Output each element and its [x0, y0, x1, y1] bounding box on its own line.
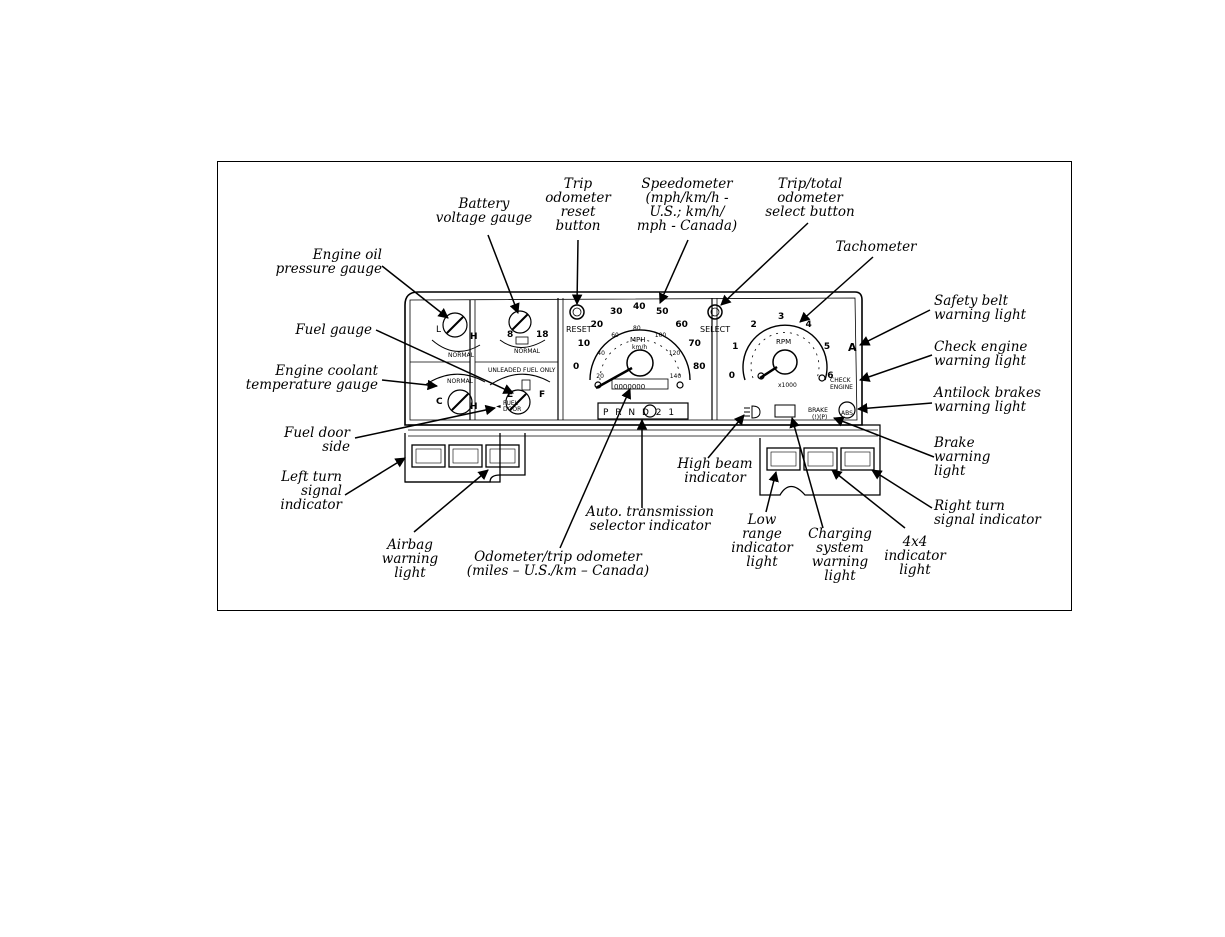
temp-h: H [470, 402, 478, 412]
oil-l: L [436, 325, 442, 335]
engine-oil-label: Engine oil pressure gauge [275, 247, 382, 277]
check-engine-text: CHECK ENGINE [830, 377, 853, 391]
tach-4: 4 [805, 320, 812, 331]
fuel-gauge-label: Fuel gauge [295, 322, 372, 338]
oil-pressure-gauge [431, 312, 481, 352]
x1000-text: x1000 [778, 382, 797, 389]
odometer-label: Odometer/trip odometer (miles – U.S./km … [466, 549, 650, 579]
low-range-label: Low range indicator light [731, 512, 793, 570]
speedo-mph-0: 0 [573, 362, 580, 372]
4x4-label: 4x4 indicator light [884, 534, 946, 578]
speedometer-dial [589, 329, 691, 390]
tachometer-label: Tachometer [835, 239, 917, 255]
trip-reset-button [569, 304, 585, 320]
right-turn-label: Right turn signal indicator [934, 498, 1041, 528]
abs-text: ABS [841, 410, 853, 417]
speedo-kmh-2: 60 [611, 331, 619, 339]
speedo-kmh-3: 80 [633, 325, 641, 332]
speedo-mph-5: 50 [655, 306, 669, 317]
leader-lines [344, 222, 935, 549]
reset-text: RESET [566, 325, 592, 334]
temp-normal-text: NORMAL [447, 378, 474, 385]
tach-0: 0 [728, 370, 736, 381]
mph-text: MPH [630, 336, 646, 344]
speedo-mph-1: 10 [577, 339, 591, 350]
charging-icon [774, 404, 796, 418]
odometer-digits: 0000000 [614, 383, 646, 391]
antilock-label: Antilock brakes warning light [934, 385, 1041, 415]
speedo-mph-6: 60 [675, 319, 688, 330]
oil-h: H [470, 332, 478, 342]
select-button [707, 304, 723, 320]
coolant-label: Engine coolant temperature gauge [245, 363, 378, 393]
tach-3: 3 [778, 312, 785, 322]
fuel-door-label: Fuel door side [283, 425, 350, 455]
batt-18: 18 [536, 330, 549, 340]
battery-voltage-gauge [499, 310, 546, 348]
batt-8: 8 [507, 330, 514, 340]
check-engine-label: Check engine warning light [934, 339, 1028, 369]
brake-label: Brake warning light [934, 435, 991, 479]
cluster-housing-inner [409, 297, 858, 421]
prndl-text: P R N D 2 1 [603, 408, 677, 418]
fuel-e: E [507, 390, 514, 400]
unleaded-text: UNLEADED FUEL ONLY [488, 367, 556, 374]
batt-normal-text: NORMAL [514, 348, 541, 355]
high-beam-label: High beam indicator [677, 456, 753, 486]
airbag-label: Airbag warning light [381, 537, 439, 581]
speedo-mph-4: 40 [633, 302, 646, 312]
abs-light [838, 401, 856, 419]
brake-icons-text: (!)(P) [812, 414, 828, 421]
speedo-kmh-5: 120 [668, 350, 681, 357]
tach-5: 5 [823, 342, 831, 353]
speedo-mph-2: 20 [590, 319, 604, 330]
tach-1: 1 [732, 342, 739, 353]
brake-text: BRAKE [808, 407, 828, 414]
fuel-gauge [489, 373, 551, 415]
safety-belt-label: Safety belt warning light [934, 293, 1027, 323]
speedo-kmh-6: 140 [669, 372, 682, 380]
rpm-text: RPM [776, 338, 792, 346]
speedo-kmh-4: 100 [654, 331, 667, 339]
speedo-kmh-0: 20 [596, 372, 604, 380]
auto-transmission-label: Auto. transmission selector indicator [585, 504, 714, 534]
safety-belt-icon: A [848, 341, 857, 354]
speedo-mph-3: 30 [610, 306, 623, 317]
temp-c: C [436, 397, 443, 407]
left-indicator-pod [404, 433, 526, 483]
trip-total-label: Trip/total odometer select button [765, 176, 855, 220]
charging-label: Charging system warning light [808, 526, 872, 584]
kmh-text: km/h [632, 344, 648, 351]
oil-normal-text: NORMAL [448, 352, 475, 359]
tachometer-dial [742, 324, 828, 382]
fuel-door-arrow: ◄ [496, 403, 501, 410]
trip-reset-label: Trip odometer reset button [545, 176, 611, 234]
figure-frame [217, 161, 1072, 611]
tach-2: 2 [750, 320, 757, 331]
high-beam-icon [744, 405, 761, 419]
cluster-housing [404, 291, 863, 426]
speedometer-label: Speedometer (mph/km/h - U.S.; km/h/ mph … [636, 176, 738, 234]
left-turn-label: Left turn signal indicator [280, 469, 342, 513]
lower-trim [408, 424, 881, 440]
tach-6: 6 [827, 370, 834, 381]
battery-voltage-label: Battery voltage gauge [435, 196, 533, 226]
fuel-door-text: FUEL DOOR [503, 400, 522, 413]
select-text: SELECT [700, 325, 731, 334]
speedo-mph-7: 70 [688, 339, 701, 350]
speedo-kmh-1: 40 [597, 350, 605, 357]
speedo-mph-8: 80 [693, 362, 706, 372]
fuel-f: F [539, 390, 546, 400]
right-indicator-pod [759, 438, 881, 496]
